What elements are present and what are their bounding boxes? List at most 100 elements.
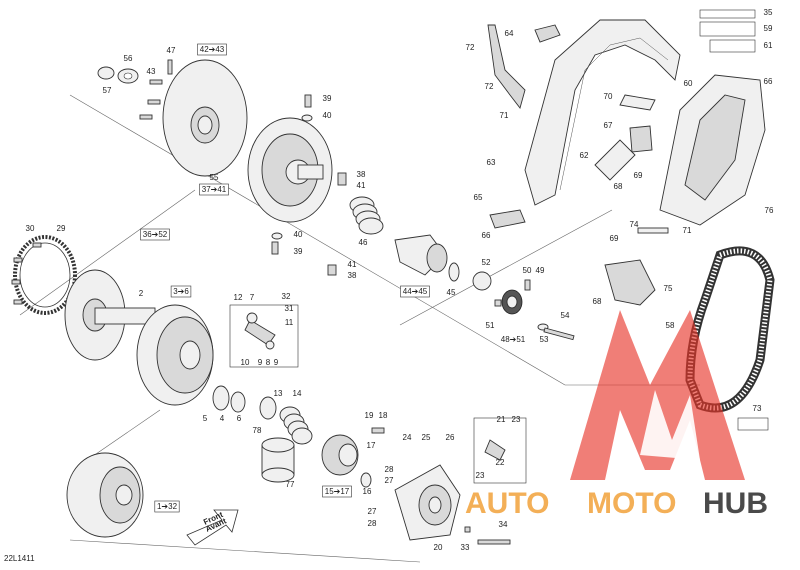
callout-label: 31 (285, 304, 294, 313)
bolt-39-top (304, 94, 312, 108)
ring-gear-29 (13, 235, 77, 315)
logo-text-auto: AUTO (465, 487, 549, 520)
washer-33 (464, 526, 471, 533)
roller-38b (327, 264, 337, 276)
bolts-43 (139, 59, 173, 120)
lever-assembly-7 (229, 304, 299, 368)
callout-label: 41 (357, 181, 366, 190)
callout-label: 40 (323, 111, 332, 120)
bushing-6 (230, 391, 246, 413)
bracket-67 (629, 125, 653, 153)
callout-label: 28 (385, 465, 394, 474)
callout-label: 2 (139, 289, 144, 298)
callout-label: 77 (286, 480, 295, 489)
callout-label: 65 (474, 193, 483, 202)
callout-box (400, 285, 430, 298)
callout-label: 76 (765, 206, 774, 215)
callout-label: 10 (241, 358, 250, 367)
callout-label: 27 (368, 507, 377, 516)
callout-label: 39 (294, 247, 303, 256)
strip-70 (619, 94, 656, 111)
logo-text-moto: MOTO (587, 487, 676, 520)
automotohub-logo: AUTO MOTO HUB (465, 310, 768, 520)
front-arrow: Front Avant (186, 509, 239, 546)
washer-56 (117, 68, 139, 84)
callout-label: 37➔41 (202, 185, 227, 194)
callout-label: 72 (466, 43, 475, 52)
callout-label: 62 (580, 151, 589, 160)
callout-label: 13 (274, 389, 283, 398)
callout-label: 39 (323, 94, 332, 103)
callout-label: 16 (363, 487, 372, 496)
callout-label: 1➔32 (157, 502, 178, 511)
bushing-13 (259, 396, 277, 420)
callout-label: 36➔52 (143, 230, 168, 239)
callout-label: 19 (365, 411, 374, 420)
callout-box (322, 485, 352, 498)
callout-label: 63 (487, 158, 496, 167)
callout-label: 33 (461, 543, 470, 552)
decal-set (699, 9, 756, 53)
callout-label: 6 (237, 414, 242, 423)
callout-label: 28 (368, 519, 377, 528)
callout-label: 18 (379, 411, 388, 420)
callout-label: 55 (210, 173, 219, 182)
pin-18 (371, 427, 385, 434)
callout-label: 23 (512, 415, 521, 424)
spring-14 (279, 406, 313, 445)
pulley-fixed-sheave (162, 59, 248, 177)
callout-label: 23 (476, 471, 485, 480)
callout-box (197, 43, 227, 56)
callout-label: 67 (604, 121, 613, 130)
fixed-sheave-2 (64, 269, 156, 361)
callout-label: 46 (359, 238, 368, 247)
callout-label: 50 (523, 266, 532, 275)
callout-label: 30 (26, 224, 35, 233)
callout-label: 57 (103, 86, 112, 95)
bearing-48 (501, 289, 523, 315)
bolt-54 (543, 327, 575, 341)
callout-label: 8 (266, 358, 271, 367)
callout-label: 38 (348, 271, 357, 280)
nut-51 (494, 299, 502, 307)
callout-label: 49 (536, 266, 545, 275)
logo-text-hub: HUB (703, 487, 768, 520)
callout-label: 68 (593, 297, 602, 306)
callout-label: 69 (634, 171, 643, 180)
washer-52 (472, 271, 492, 291)
callout-label: 22 (496, 458, 505, 467)
callout-label: 29 (57, 224, 66, 233)
callout-label: 12 (234, 293, 243, 302)
ring-45 (448, 262, 460, 282)
callout-label: 51 (486, 321, 495, 330)
clip-65 (489, 209, 526, 229)
washer-40-bottom (271, 232, 283, 240)
cover-44 (394, 234, 448, 276)
callout-label: 61 (764, 41, 773, 50)
sleeve-77 (261, 437, 295, 483)
clip-64 (534, 24, 561, 43)
spring-46 (349, 196, 384, 235)
callout-label: 17 (367, 441, 376, 450)
bracket-75 (604, 259, 656, 306)
callout-label: 24 (403, 433, 412, 442)
callout-label: 26 (446, 433, 455, 442)
callout-label: 5 (203, 414, 208, 423)
callout-label: 68 (614, 182, 623, 191)
callout-label: 9 (258, 358, 263, 367)
callout-label: 35 (764, 8, 773, 17)
callout-label: 21 (497, 415, 506, 424)
callout-label: 64 (505, 29, 514, 38)
callout-label: 32 (282, 292, 291, 301)
callout-label: 71 (683, 226, 692, 235)
callout-box (154, 500, 180, 513)
belt-guard-60 (524, 19, 681, 206)
washer-40-top (301, 114, 313, 122)
callout-label: 25 (422, 433, 431, 442)
callout-label: 47 (167, 46, 176, 55)
bracket-71 (487, 24, 526, 109)
diagram-id: 22L1411 (4, 554, 35, 563)
callout-label: 34 (499, 520, 508, 529)
callout-box (140, 228, 170, 241)
